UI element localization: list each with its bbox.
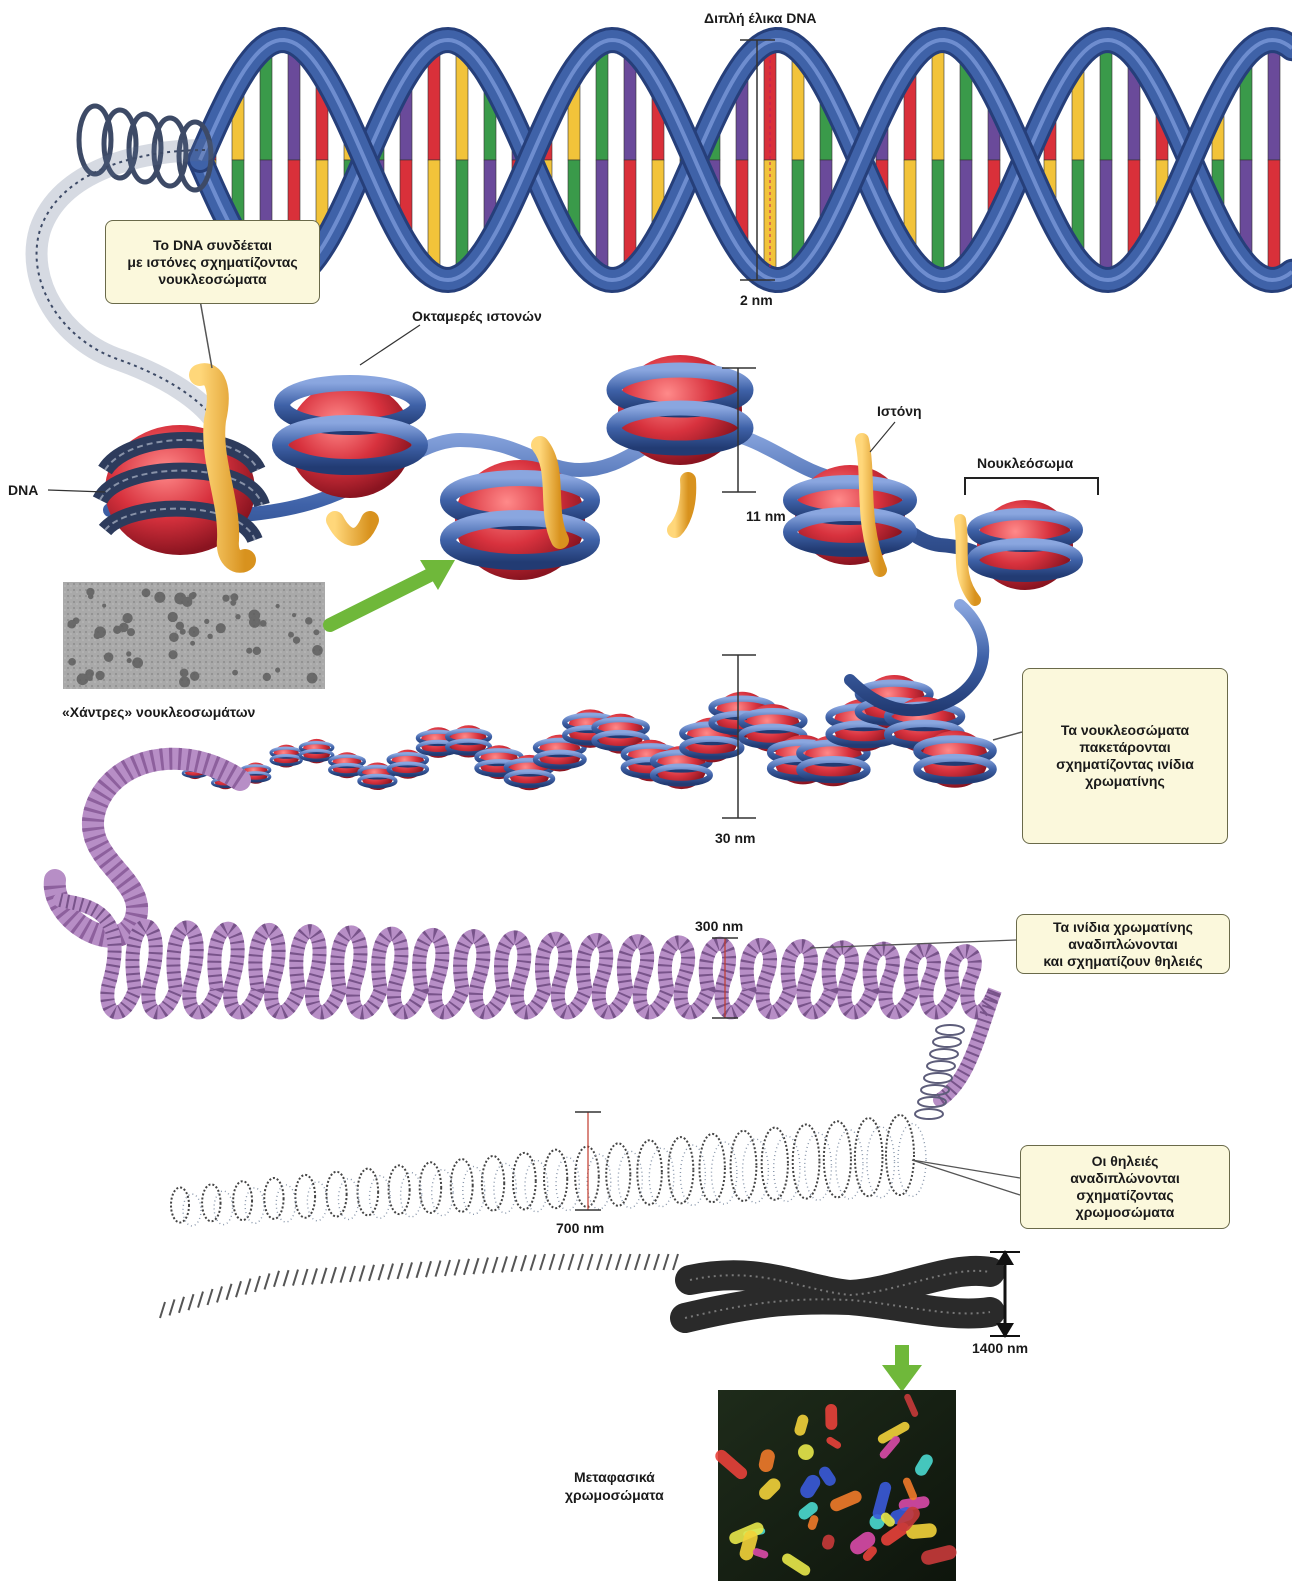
base-pair — [624, 160, 636, 265]
condensed-loop — [420, 1162, 441, 1213]
condensed-loop — [731, 1131, 757, 1201]
base-pair — [624, 55, 636, 160]
nucleosome-6 — [960, 500, 1077, 600]
scale-1400nm-label: 1400 nm — [972, 1340, 1028, 1356]
metaphase-chromosome — [685, 1271, 990, 1318]
condensed-loop — [233, 1181, 252, 1220]
scale-300nm-label: 300 nm — [695, 918, 743, 934]
base-pair — [1100, 160, 1112, 272]
callout-loops-form-chromosomes: Οι θηλειές αναδιπλώνονται σχηματίζοντας … — [1020, 1145, 1230, 1229]
base-pair — [260, 54, 272, 160]
base-pair — [456, 53, 468, 160]
condensed-loop — [762, 1128, 788, 1200]
double-helix-label: Διπλή έλικα DNA — [704, 10, 817, 26]
condensed-loop — [202, 1184, 220, 1221]
dna-label: DNA — [8, 482, 38, 498]
condensed-loop — [295, 1175, 315, 1218]
scale-11nm-label: 11 nm — [746, 508, 786, 524]
base-pair — [932, 160, 944, 272]
metaphase-label: Μεταφασικά χρωμοσώματα — [565, 1468, 664, 1504]
scale-2nm-label: 2 nm — [740, 292, 773, 308]
nucleosome-4 — [614, 355, 746, 530]
callout-line: και σχηματίζουν θηλειές — [1043, 953, 1202, 970]
base-pair — [428, 52, 440, 160]
condensed-loop — [389, 1165, 410, 1214]
condensed-loop — [326, 1172, 346, 1217]
condensed-loop — [358, 1169, 379, 1216]
base-pair — [932, 48, 944, 160]
nucleosome-5 — [790, 440, 910, 570]
callout-line: Οι θηλειές — [1092, 1153, 1159, 1170]
condensed-loop — [171, 1188, 189, 1223]
condensed-loop — [668, 1137, 693, 1203]
callout-line: χρωμοσώματα — [1076, 1204, 1175, 1221]
octamer-label: Οκταμερές ιστονών — [412, 308, 542, 324]
base-pair — [596, 50, 608, 160]
callout-line: σχηματίζοντας ινίδια — [1056, 756, 1194, 773]
base-pair — [596, 160, 608, 270]
condensed-loop — [482, 1156, 504, 1211]
chromatin-tail — [160, 1254, 678, 1318]
scale-bar-700nm — [575, 1112, 601, 1210]
nucleosome-label: Νουκλεόσωμα — [977, 455, 1073, 471]
condensed-loops-700nm — [171, 1115, 926, 1226]
condensed-loop — [886, 1115, 914, 1195]
callout-line: πακετάρονται — [1079, 739, 1170, 756]
callout-line: Τα ινίδια χρωματίνης — [1053, 919, 1193, 936]
green-arrow-icon — [330, 560, 455, 625]
beads-label: «Χάντρες» νουκλεοσωμάτων — [62, 704, 255, 720]
base-pair — [1100, 48, 1112, 160]
condensed-loop — [855, 1118, 883, 1196]
callout-line: Το DNA συνδέεται — [153, 237, 272, 254]
callout-line: χρωματίνης — [1085, 773, 1164, 790]
nucleosome-fiber-11nm — [48, 325, 1098, 600]
scale-700nm-label: 700 nm — [556, 1220, 604, 1236]
scale-30nm-label: 30 nm — [715, 830, 755, 846]
callout-line: αναδιπλώνονται — [1068, 936, 1178, 953]
callout-line: σχηματίζοντας — [1076, 1187, 1173, 1204]
green-down-arrow-icon — [882, 1345, 922, 1392]
condensed-loop — [793, 1124, 820, 1198]
callout-fibers-fold-loops: Τα ινίδια χρωματίνης αναδιπλώνονται και … — [1016, 914, 1230, 974]
condensed-loop — [513, 1153, 536, 1210]
callout-line: νουκλεοσώματα — [158, 271, 266, 288]
condensed-loop — [264, 1178, 283, 1219]
callout-line: αναδιπλώνονται — [1070, 1170, 1180, 1187]
base-pair — [456, 160, 468, 267]
callout-line: Τα νουκλεοσώματα — [1061, 722, 1189, 739]
stained-chromosome — [825, 1404, 837, 1430]
chromatin-loop-path — [60, 900, 995, 1100]
condensed-loop — [451, 1159, 473, 1212]
callout-dna-binds-histones: Το DNA συνδέεται με ιστόνες σχηματίζοντα… — [105, 220, 320, 304]
base-pair — [288, 51, 300, 160]
nucleosome-2 — [280, 382, 420, 537]
metaphase-label-line2: χρωμοσώματα — [565, 1486, 664, 1504]
metaphase-label-line1: Μεταφασικά — [565, 1468, 664, 1486]
base-pair — [428, 160, 440, 268]
callout-nucleosomes-pack: Τα νουκλεοσώματα πακετάρονται σχηματίζον… — [1022, 668, 1228, 844]
condensed-loop — [824, 1121, 851, 1197]
beads-photo — [63, 582, 325, 689]
base-pair — [1268, 160, 1280, 272]
chromatin-loops-300nm — [55, 759, 995, 1119]
histone-label: Ιστόνη — [877, 403, 922, 419]
base-pair — [1268, 48, 1280, 160]
callout-line: με ιστόνες σχηματίζοντας — [127, 254, 297, 271]
metaphase-photo — [713, 1390, 958, 1581]
